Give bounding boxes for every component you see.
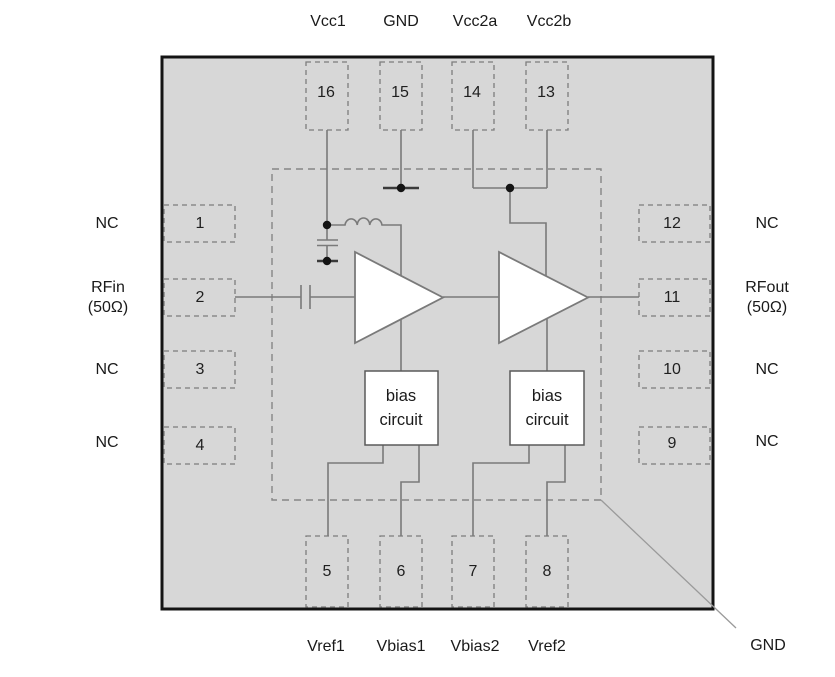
ground-leader-line bbox=[600, 499, 737, 629]
chip-body bbox=[160, 55, 715, 611]
pin-number-6: 6 bbox=[396, 563, 406, 580]
wire-bias2-bottom bbox=[472, 445, 566, 536]
pin-label-vbias1: Vbias1 bbox=[376, 638, 426, 655]
pin-label-rfin: RFin (50Ω) bbox=[88, 278, 128, 318]
pin-label-nc-4: NC bbox=[95, 434, 119, 451]
inductor-icon bbox=[327, 217, 402, 276]
pin-label-vcc1: Vcc1 bbox=[310, 13, 346, 30]
wire-bias-tops bbox=[400, 318, 548, 372]
pin-label-vref2: Vref2 bbox=[528, 638, 566, 655]
die-boundary-dashed-box bbox=[271, 168, 602, 501]
amplifier-2-icon bbox=[498, 250, 590, 345]
pin-pad-5 bbox=[305, 535, 349, 608]
rfin-text: RFin bbox=[91, 279, 125, 296]
pin-number-3: 3 bbox=[195, 361, 205, 378]
pin-number-12: 12 bbox=[663, 215, 681, 232]
pin-label-nc-1: NC bbox=[95, 215, 119, 232]
pin-number-15: 15 bbox=[391, 84, 409, 101]
pin-number-2: 2 bbox=[195, 289, 205, 306]
pin-label-nc-3: NC bbox=[95, 361, 119, 378]
rfout-text: RFout bbox=[745, 279, 789, 296]
pin-label-vcc2b: Vcc2b bbox=[526, 13, 572, 30]
rfout-impedance-text: (50Ω) bbox=[746, 299, 788, 316]
wire-bias1-bottom bbox=[327, 445, 420, 536]
ground-leader-label: GND bbox=[750, 637, 786, 654]
junction-dot-cap-gnd bbox=[322, 256, 332, 266]
pin-label-nc-10: NC bbox=[755, 361, 779, 378]
amplifier-1-icon bbox=[354, 250, 445, 345]
pin-label-nc-12: NC bbox=[755, 215, 779, 232]
bias-circuit-2-label: bias circuit bbox=[525, 387, 569, 429]
capacitor-icon-series bbox=[300, 285, 311, 309]
bias-circuit-1-box bbox=[364, 370, 439, 446]
bias-circuit-1-label: bias circuit bbox=[379, 387, 423, 429]
pin-number-13: 13 bbox=[537, 84, 555, 101]
pin-number-4: 4 bbox=[195, 437, 205, 454]
pin-number-5: 5 bbox=[322, 563, 332, 580]
rfin-impedance-text: (50Ω) bbox=[87, 299, 129, 316]
pin-number-11: 11 bbox=[663, 289, 681, 306]
bias-circuit-2-box bbox=[509, 370, 585, 446]
pin-label-nc-9: NC bbox=[755, 433, 779, 450]
pin-label-vcc2a: Vcc2a bbox=[452, 13, 498, 30]
pin-label-rfout: RFout (50Ω) bbox=[745, 278, 789, 318]
junction-dot-gnd15 bbox=[396, 183, 406, 193]
pin-number-8: 8 bbox=[542, 563, 552, 580]
pin-label-vref1: Vref1 bbox=[307, 638, 345, 655]
junction-dot-vcc1 bbox=[322, 220, 332, 230]
pin-number-16: 16 bbox=[317, 84, 335, 101]
junction-dots bbox=[322, 183, 515, 266]
pin-number-7: 7 bbox=[468, 563, 478, 580]
pin-label-vbias2: Vbias2 bbox=[450, 638, 500, 655]
pin-number-1: 1 bbox=[195, 215, 205, 232]
pin-number-14: 14 bbox=[463, 84, 481, 101]
pin-number-10: 10 bbox=[663, 361, 681, 378]
pin-number-9: 9 bbox=[667, 435, 677, 452]
wire-vcc2 bbox=[472, 130, 548, 276]
junction-dot-vcc2 bbox=[505, 183, 515, 193]
pin-label-gnd-top: GND bbox=[383, 13, 419, 30]
capacitor-icon-shunt bbox=[317, 239, 338, 247]
